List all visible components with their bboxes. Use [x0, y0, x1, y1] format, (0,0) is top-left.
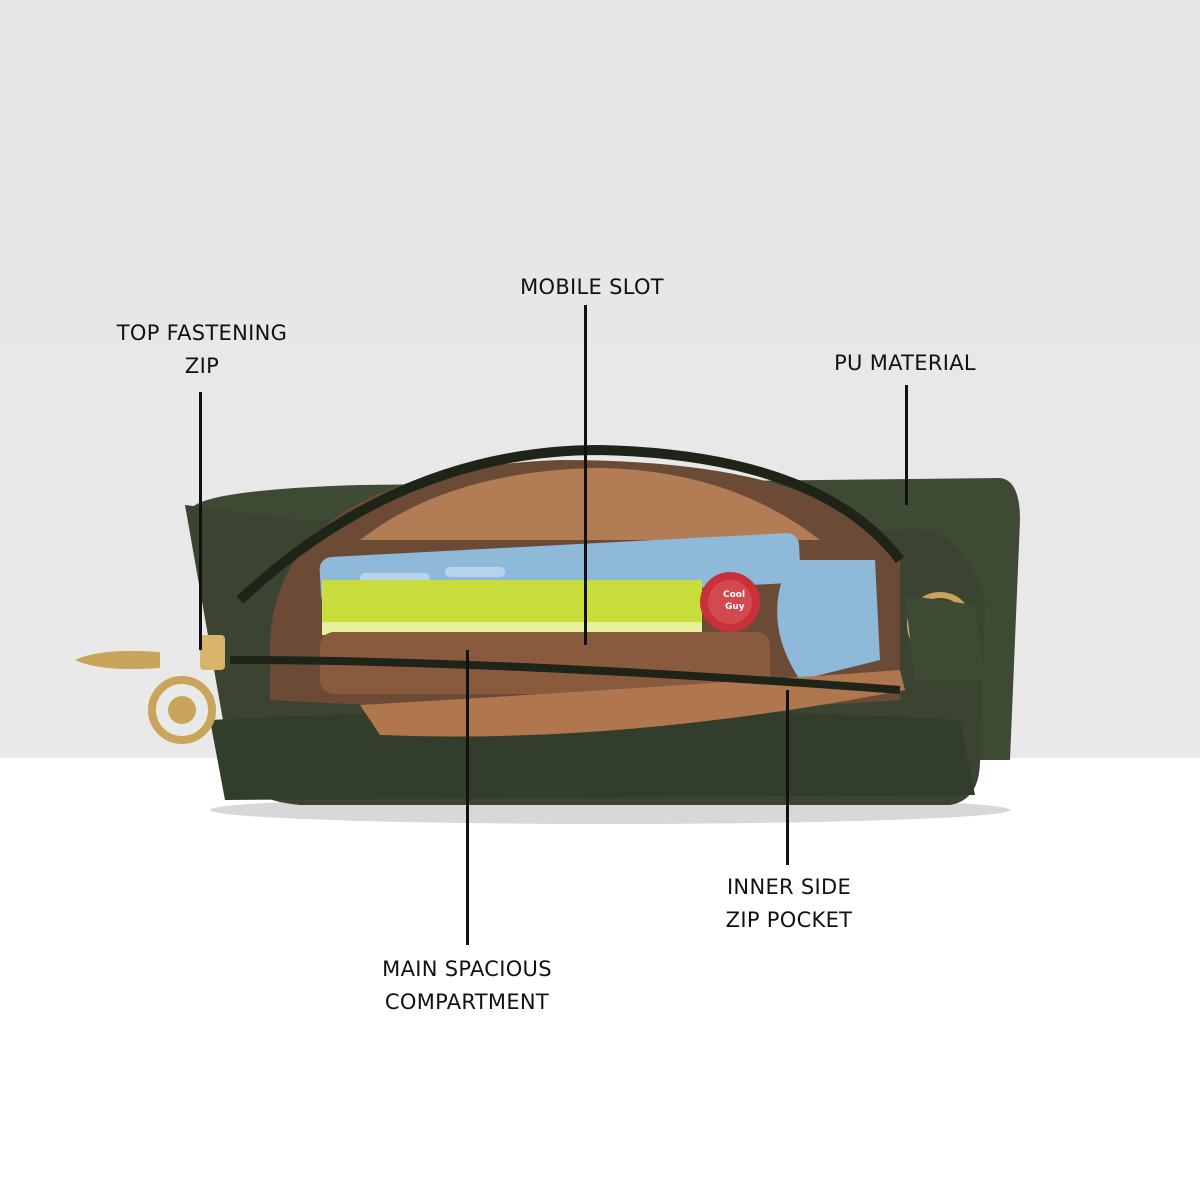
label-top-zip: TOP FASTENING ZIP — [117, 317, 287, 383]
pocket-zip — [229, 656, 901, 694]
strap-tab — [905, 595, 985, 680]
notebook-edge — [322, 622, 702, 635]
phone-button — [445, 567, 505, 577]
zip-pull-tip — [75, 651, 160, 669]
label-line: ZIP — [184, 354, 220, 378]
wallet — [320, 632, 770, 694]
label-main-compartment: MAIN SPACIOUS COMPARTMENT — [382, 953, 552, 1019]
pointer-mobile-slot — [584, 305, 587, 645]
zip-charm — [148, 676, 216, 744]
label-line: TOP FASTENING — [116, 321, 288, 345]
label-line: ZIP POCKET — [725, 908, 853, 932]
pointer-main-compartment — [466, 650, 469, 945]
label-line: INNER SIDE — [726, 875, 852, 899]
pointer-pu-material — [905, 385, 908, 505]
label-pu-material: PU MATERIAL — [834, 351, 976, 375]
backdrop-floor — [0, 758, 1200, 1200]
front-pocket-lining — [360, 670, 905, 737]
blue-pouch — [777, 560, 880, 680]
label-inner-pocket: INNER SIDE ZIP POCKET — [726, 871, 853, 937]
top-zip — [236, 444, 904, 604]
pointer-inner-pocket — [786, 690, 789, 865]
lipstick-text-1: Cool — [723, 590, 745, 600]
zip-slider — [200, 635, 225, 670]
lining-back — [360, 468, 820, 540]
lipstick-text-2: Guy — [725, 602, 745, 612]
label-line: COMPARTMENT — [384, 990, 550, 1014]
label-line: MAIN SPACIOUS — [382, 957, 552, 981]
label-mobile-slot: MOBILE SLOT — [520, 275, 664, 299]
pointer-top-zip — [199, 392, 202, 650]
